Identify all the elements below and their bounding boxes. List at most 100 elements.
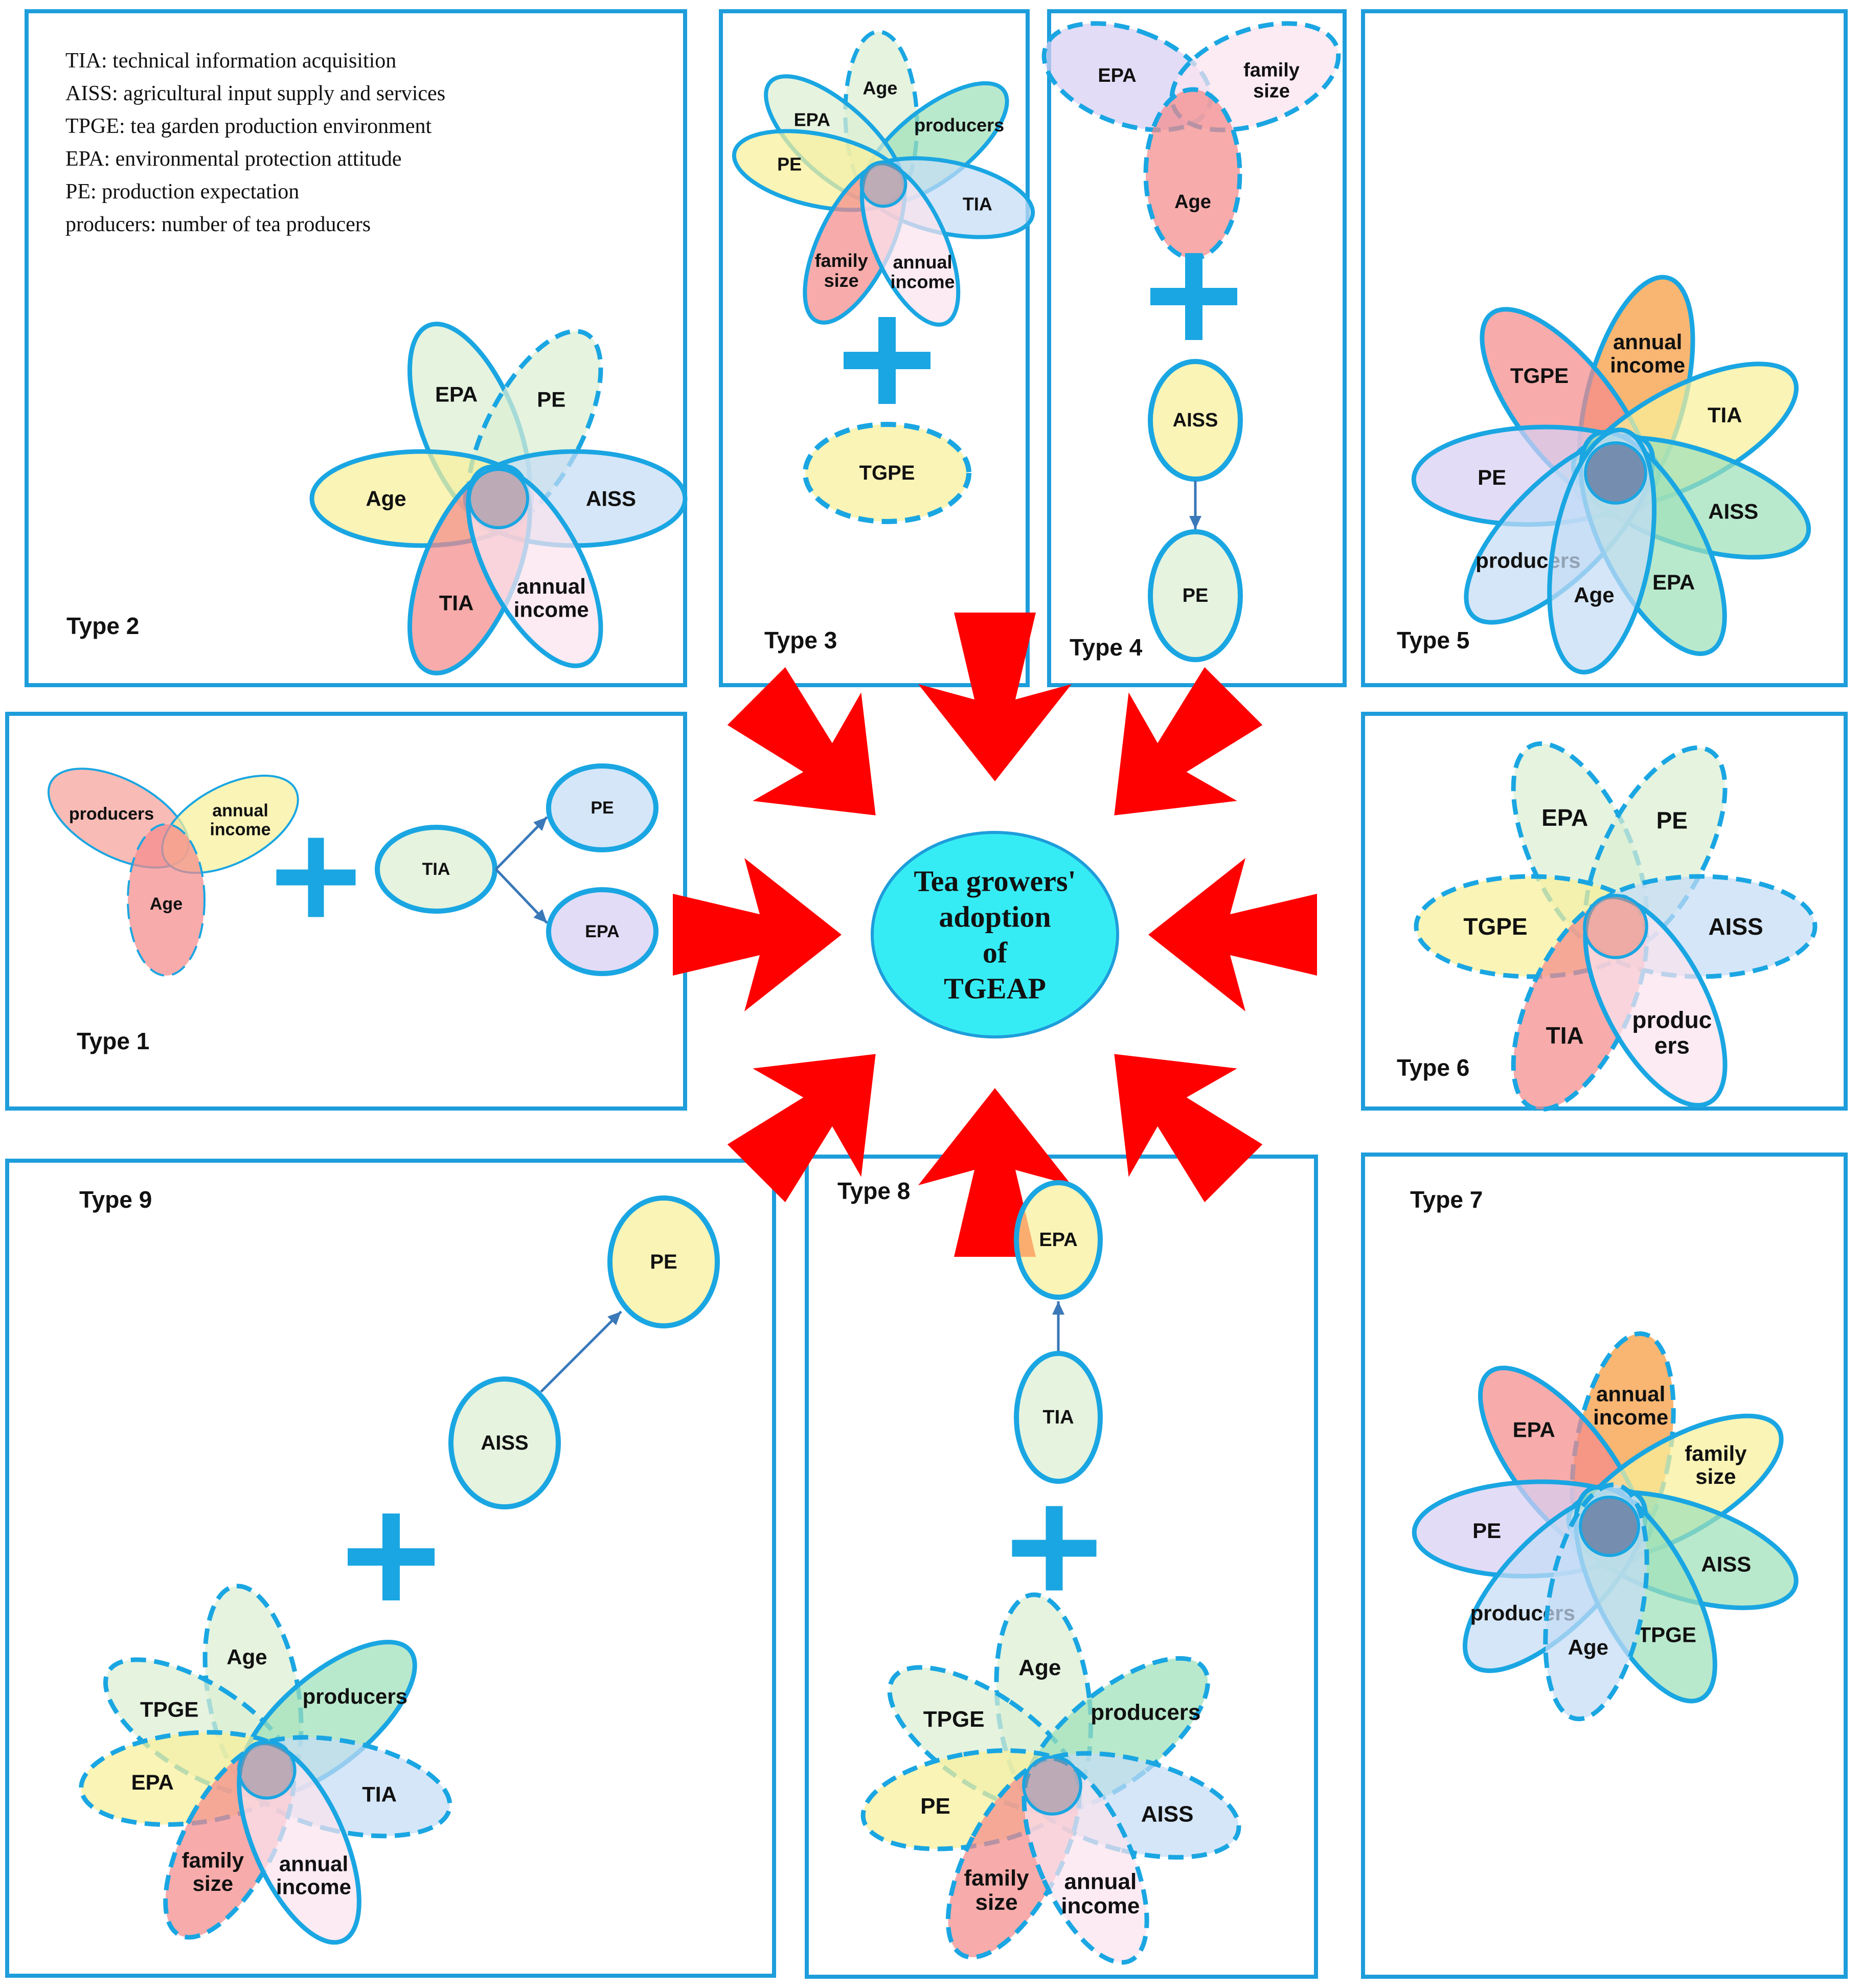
petal-label-0: Age (226, 1645, 267, 1669)
node-type8-epa-label: EPA (1039, 1229, 1077, 1251)
red-arrows (673, 613, 1317, 1257)
arrow-type4 (1189, 481, 1201, 529)
petal-label-2: Age (150, 894, 183, 914)
petal-2 (1143, 87, 1242, 261)
petal-label-1: PE (1656, 807, 1688, 834)
petal-label-1: PE (537, 387, 565, 411)
petal-label-7: Age (1568, 1635, 1608, 1659)
petal-core (1583, 894, 1648, 959)
petal-label-6: EPA (1652, 570, 1695, 594)
petal-label-3: AISS (1708, 913, 1763, 940)
petal-2 (127, 823, 206, 977)
petal-label-2: TGPE (1463, 913, 1527, 940)
node-type3-tgpe-label: TGPE (859, 462, 915, 484)
node-type1-pe-label: PE (591, 798, 614, 818)
panel-title-type4: Type 4 (1070, 634, 1143, 661)
node-type1-pe-ellipse (546, 763, 659, 852)
petal-label-3: PE (920, 1794, 950, 1819)
plus-type3: + (844, 317, 930, 404)
petal-label-1: TPGE (923, 1707, 985, 1732)
petal-core (237, 1741, 297, 1800)
petal-label-7: Age (1574, 583, 1614, 607)
petal-label-3: PE (1478, 465, 1506, 489)
node-type1-tia: TIA (375, 825, 497, 914)
red-arrow (1114, 667, 1263, 816)
petal-label-3: TIA (963, 194, 992, 215)
petal-label-4: PE (777, 153, 802, 174)
petal-label-2: Age (1174, 191, 1211, 213)
petal-label-4: AISS (1701, 1552, 1751, 1576)
arrow-type1-pe (495, 816, 548, 870)
petal-core (1022, 1755, 1082, 1816)
panel-title-type2: Type 2 (66, 613, 139, 639)
petal-label-1: producers (914, 115, 1004, 135)
legend-line: PE: production expectation (65, 180, 299, 204)
node-type4-pe: PE (1148, 529, 1243, 662)
node-type9-aiss-label: AISS (481, 1432, 528, 1454)
petal-label-4: TIA (439, 591, 474, 615)
node-type9-pe-ellipse (607, 1195, 720, 1328)
node-type1-tia-ellipse (375, 825, 497, 914)
petal-label-0: EPA (435, 382, 478, 406)
arrow-type1-epa (495, 868, 548, 924)
petal-label-2: Age (366, 487, 406, 511)
petal-label-3: AISS (586, 487, 636, 511)
petal-label-3: EPA (131, 1770, 174, 1794)
red-arrow (727, 667, 876, 816)
plus-type9: + (348, 1513, 435, 1600)
node-type9-pe: PE (607, 1195, 720, 1328)
petal-label-0: EPA (1098, 65, 1136, 86)
node-type9-aiss: AISS (448, 1376, 561, 1509)
petal-label-4: AISS (1141, 1802, 1194, 1827)
petal-core (467, 467, 530, 530)
legend: TIA: technical information acquisitionAI… (65, 49, 445, 236)
node-type1-epa: EPA (546, 887, 659, 976)
panel-title-type6: Type 6 (1397, 1054, 1469, 1081)
center-ellipse (871, 831, 1119, 1038)
petal-label-4: TIA (1546, 1022, 1584, 1049)
petal-label-1: TPGE (140, 1697, 198, 1721)
panel-title-type9: Type 9 (79, 1186, 152, 1213)
plus-type1: + (276, 838, 356, 917)
node-type8-tia-label: TIA (1042, 1407, 1074, 1428)
petal-label-3: PE (1472, 1519, 1501, 1543)
red-arrow (918, 613, 1072, 781)
panel-frames (5, 9, 1848, 1979)
petal-label-2: producers (1091, 1700, 1200, 1725)
red-arrow (673, 858, 842, 1011)
node-type3-tgpe: TGPE (803, 422, 971, 524)
petal-label-2: EPA (794, 109, 830, 130)
legend-line: TPGE: tea garden production environment (65, 115, 432, 138)
node-type1-pe: PE (546, 763, 659, 852)
legend-line: producers: number of tea producers (65, 213, 371, 236)
node-type3-tgpe-ellipse (803, 422, 971, 524)
arrow-type9 (540, 1311, 622, 1393)
petal-label-2: producers (303, 1684, 407, 1708)
arrow-type8 (1052, 1301, 1064, 1356)
center-text-line: of (983, 936, 1008, 969)
petal-label-0: Age (1018, 1655, 1061, 1680)
legend-line: TIA: technical information acquisition (65, 49, 396, 73)
node-type8-tia: TIA (1014, 1351, 1103, 1484)
red-arrow (1114, 1054, 1263, 1203)
node-type8-tia-ellipse (1014, 1351, 1103, 1484)
